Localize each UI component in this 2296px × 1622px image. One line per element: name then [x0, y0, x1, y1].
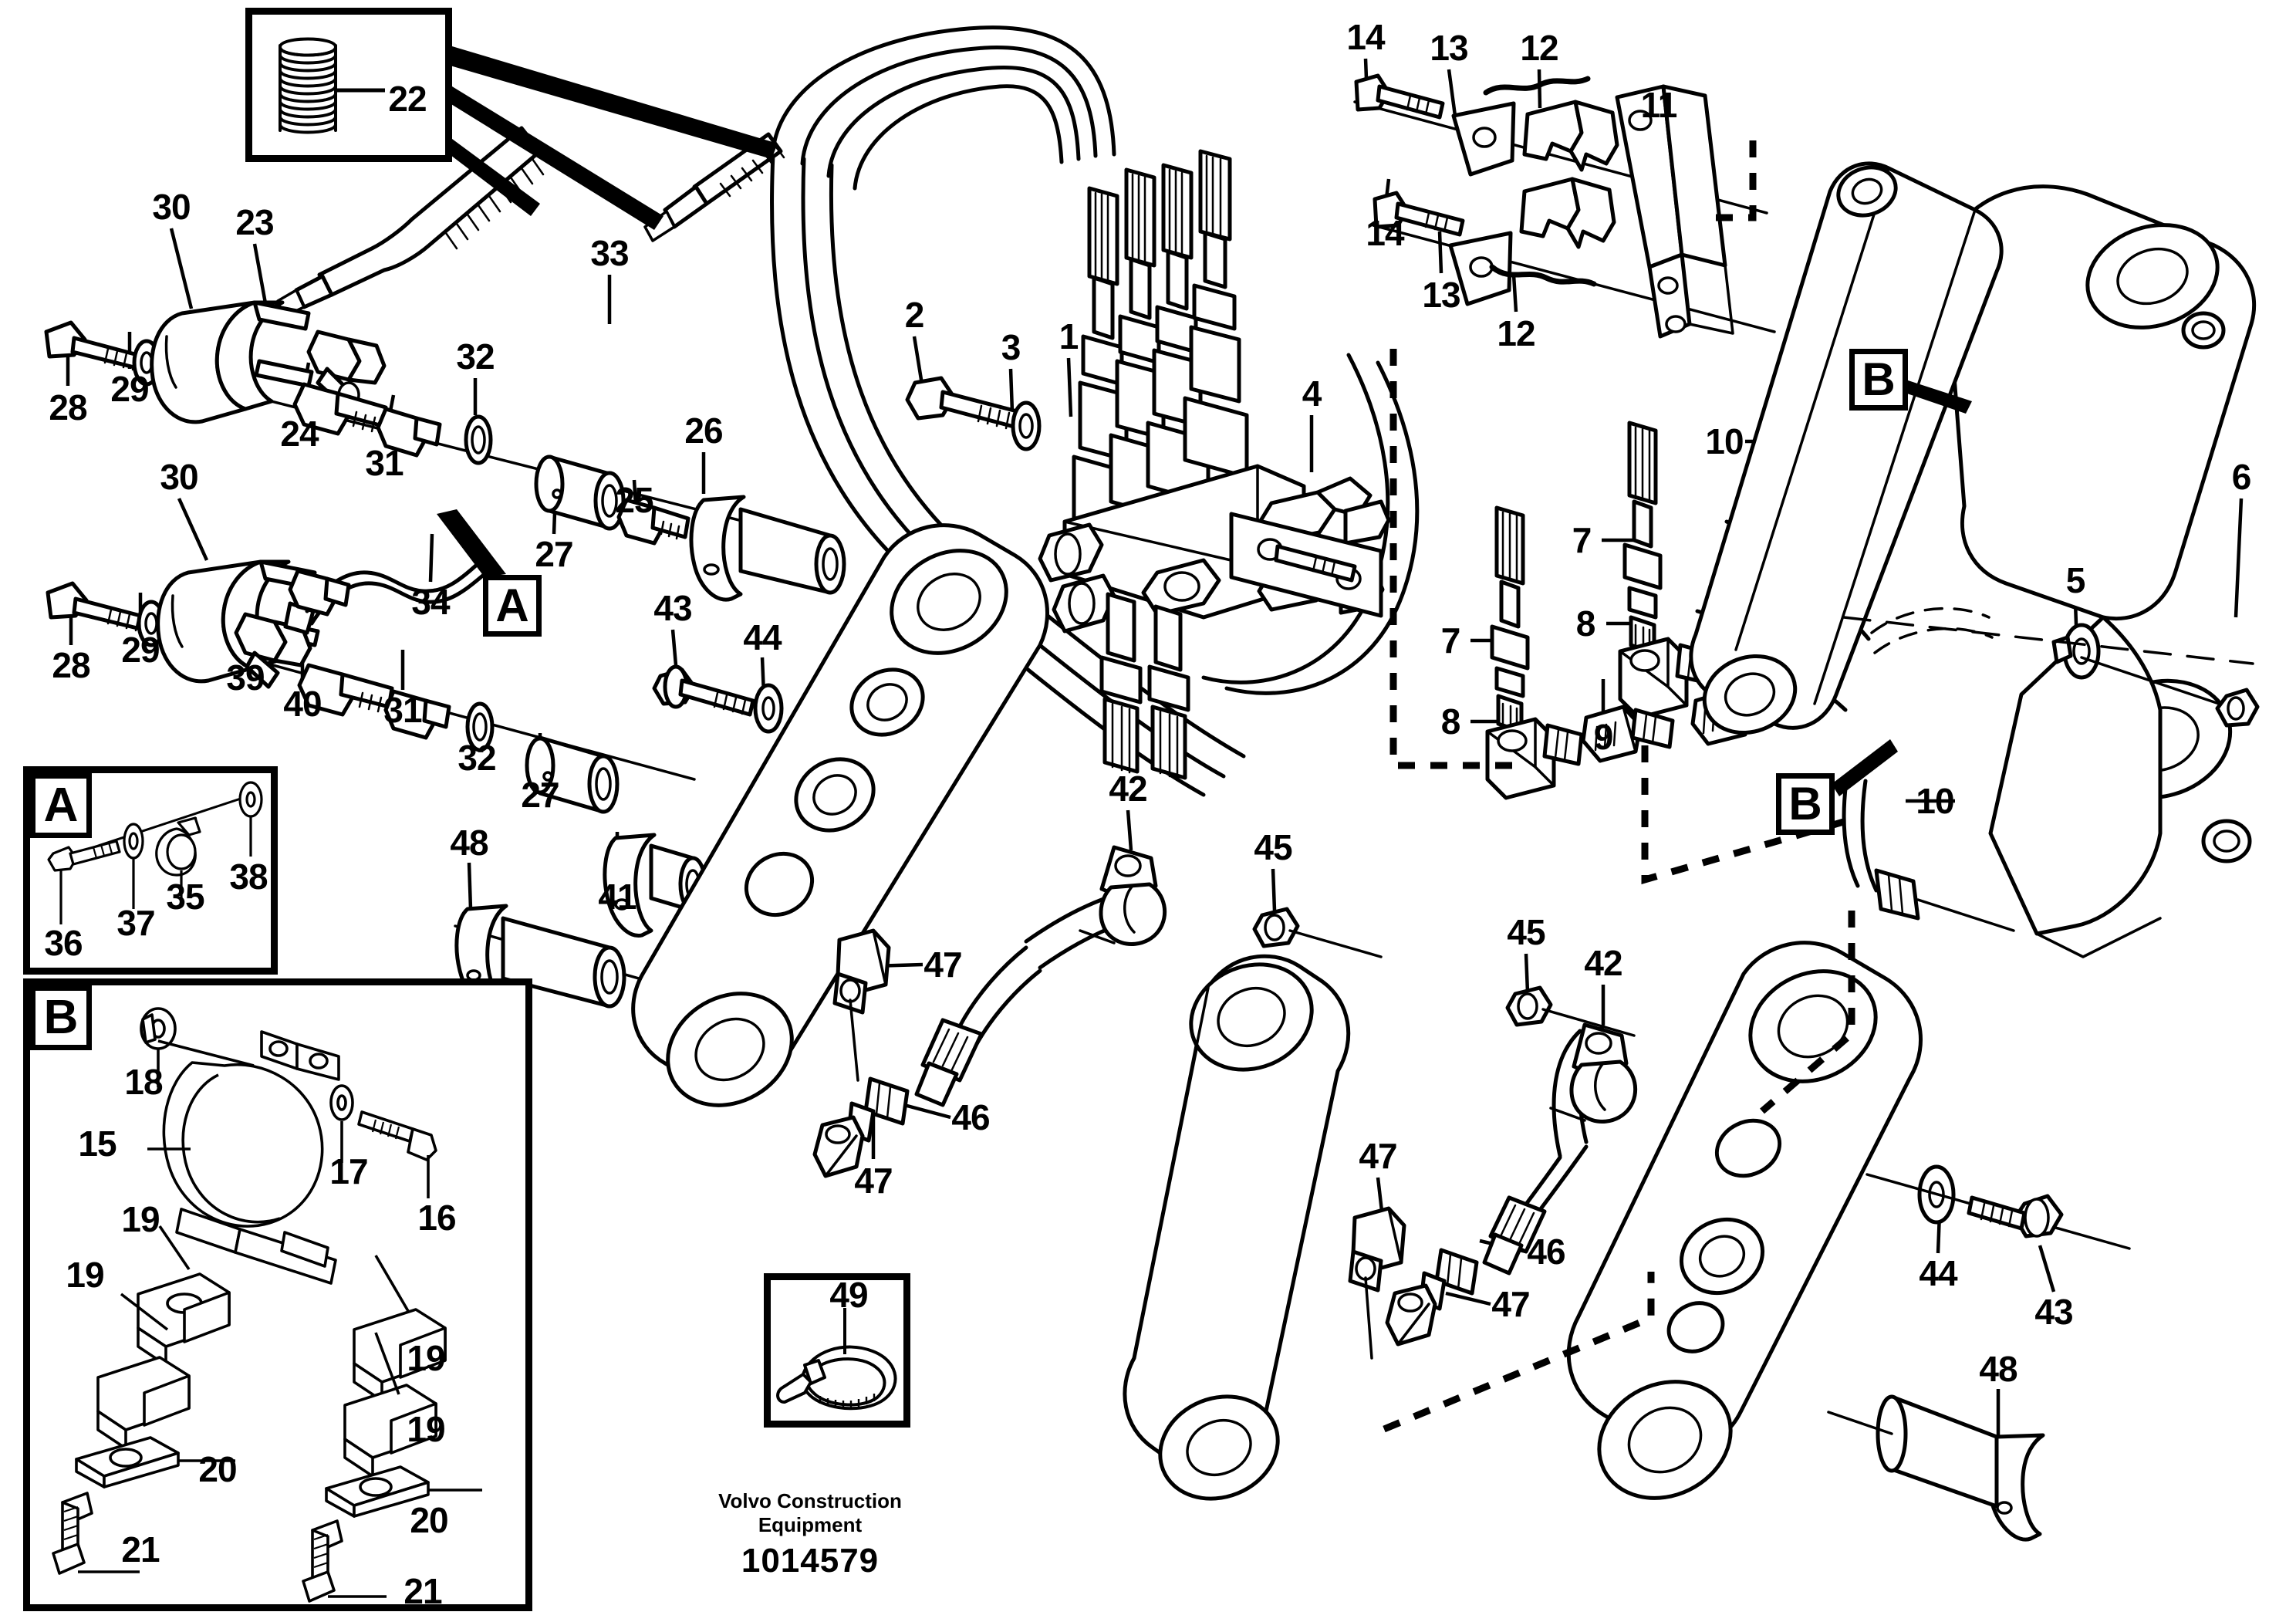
- callout-43-bolt-right: 43: [2034, 1292, 2073, 1332]
- callout-43-bolt-left: 43: [653, 588, 692, 628]
- callout-10-tube-lower: 10: [1916, 781, 1954, 821]
- callout-11-mounting-plate: 11: [1640, 85, 1678, 125]
- detail-b-art: [52, 1007, 482, 1603]
- callout-21-bolt-b: 21: [403, 1571, 442, 1611]
- callout-19-clamp-half-a: 19: [121, 1199, 160, 1239]
- drawing-footer: Volvo Construction Equipment 1014579: [663, 1489, 957, 1582]
- spring-22-art: [279, 37, 385, 134]
- inset-cable-tie: [764, 1273, 910, 1428]
- callout-47-elbow-d: 47: [1491, 1284, 1530, 1324]
- callout-30-clamp-lower: 30: [160, 457, 198, 497]
- callout-24-sleeve-nut: 24: [280, 414, 319, 454]
- callout-8-elbow-lower: 8: [1440, 701, 1461, 742]
- callout-7-hose-fitting-upper: 7: [1572, 520, 1592, 560]
- callout-12-clamp-block-lower: 12: [1497, 313, 1535, 353]
- callout-6-link-arm: 6: [2231, 457, 2252, 497]
- callout-36-bolt: 36: [44, 923, 83, 963]
- callout-29-washer-upper: 29: [110, 369, 149, 409]
- drawing-number: 1014579: [741, 1542, 880, 1580]
- callout-46-coupling-left: 46: [951, 1097, 990, 1137]
- callout-41-pin: 41: [598, 877, 636, 917]
- callout-23-fitting: 23: [235, 202, 274, 242]
- callout-9-adapter: 9: [1593, 717, 1614, 757]
- callout-48-pin-left: 48: [450, 823, 488, 863]
- callout-25-nut: 25: [615, 480, 653, 520]
- callout-20-backing-plate-a: 20: [198, 1449, 237, 1489]
- callout-16-bolt: 16: [417, 1198, 456, 1238]
- callout-32-seal-lower: 32: [458, 738, 496, 778]
- callout-18-nut: 18: [124, 1062, 163, 1102]
- callout-1-valve-block: 1: [1059, 316, 1079, 357]
- callout-19-clamp-half-c: 19: [407, 1338, 445, 1378]
- callout-19-clamp-half-d: 19: [407, 1409, 445, 1449]
- callout-44-washer-left: 44: [743, 617, 782, 657]
- callout-14-screw-upper: 14: [1346, 17, 1385, 57]
- callout-10-tube-upper: 10: [1705, 421, 1744, 461]
- callout-29-washer-lower: 29: [121, 630, 160, 670]
- callout-15-pipe-clamp: 15: [78, 1124, 116, 1164]
- callout-4-bracket: 4: [1302, 373, 1322, 414]
- callout-27-bushing-upper: 27: [535, 534, 573, 574]
- callout-47-elbow-b: 47: [854, 1161, 893, 1201]
- callout-49-cable-tie: 49: [829, 1275, 868, 1315]
- cable-tie-49-art: [776, 1308, 897, 1411]
- callout-20-backing-plate-b: 20: [410, 1500, 448, 1540]
- callout-42-hose-clamp-upper: 42: [1109, 769, 1147, 809]
- callout-13-bracket-lower: 13: [1422, 275, 1460, 315]
- brand-line: Volvo Construction Equipment: [663, 1489, 957, 1536]
- callout-47-elbow-a: 47: [923, 944, 962, 985]
- callout-31-nut-lower: 31: [383, 690, 422, 730]
- detail-ref-a-main: A: [483, 575, 542, 637]
- callout-30-clamp-upper: 30: [152, 187, 191, 227]
- brand-line-2: Equipment: [758, 1512, 863, 1536]
- inset-detail-a: A: [23, 766, 278, 975]
- inset-spring-22: [245, 8, 452, 162]
- callout-2-bolt: 2: [904, 295, 925, 335]
- callout-5-washer: 5: [2065, 560, 2086, 600]
- callout-13-bracket-upper: 13: [1430, 28, 1468, 68]
- callout-45-nut-lower: 45: [1507, 912, 1545, 952]
- inset-a-tag: A: [30, 773, 92, 838]
- callout-19-clamp-half-b: 19: [66, 1255, 104, 1295]
- callout-35-clip: 35: [166, 877, 204, 917]
- callout-47-elbow-c: 47: [1359, 1136, 1397, 1176]
- callout-46-coupling-right: 46: [1527, 1232, 1565, 1272]
- callout-39-fitting: 39: [226, 657, 265, 698]
- callout-14-screw-lower: 14: [1366, 213, 1404, 253]
- callout-32-seal-upper: 32: [456, 336, 495, 377]
- callout-22-hose-protector-spring: 22: [388, 79, 427, 119]
- callout-33-coupling: 33: [590, 233, 629, 273]
- callout-27-bushing-lower: 27: [521, 775, 559, 815]
- callout-34-tube: 34: [411, 582, 450, 622]
- callout-42-hose-clamp-lower: 42: [1584, 943, 1622, 983]
- detail-ref-b-upper: B: [1849, 349, 1908, 411]
- callout-3-washer: 3: [1001, 327, 1021, 367]
- callout-8-elbow-upper: 8: [1575, 603, 1596, 644]
- callout-38-washer: 38: [229, 857, 268, 897]
- brand-line-1: Volvo Construction: [718, 1489, 902, 1512]
- callout-31-nut-upper: 31: [365, 443, 403, 483]
- detail-ref-b-lower: B: [1776, 773, 1835, 835]
- callout-12-clamp-block-upper: 12: [1520, 28, 1558, 68]
- callout-7-hose-fitting-lower: 7: [1440, 620, 1461, 661]
- callout-21-bolt-a: 21: [121, 1529, 160, 1570]
- detail-a-art: [47, 781, 263, 924]
- callout-37-washer: 37: [116, 903, 155, 943]
- callout-26-pin: 26: [684, 411, 723, 451]
- callout-28-bolt-upper: 28: [49, 387, 87, 427]
- callout-44-washer-right: 44: [1919, 1253, 1957, 1293]
- callout-28-bolt-lower: 28: [52, 645, 90, 685]
- inset-b-tag: B: [30, 985, 92, 1050]
- inset-detail-b: B: [23, 978, 532, 1611]
- callout-17-washer: 17: [329, 1151, 368, 1191]
- callout-40-sleeve-nut: 40: [283, 684, 322, 724]
- callout-48-pin-right: 48: [1979, 1349, 2017, 1389]
- callout-45-nut-upper: 45: [1254, 827, 1292, 867]
